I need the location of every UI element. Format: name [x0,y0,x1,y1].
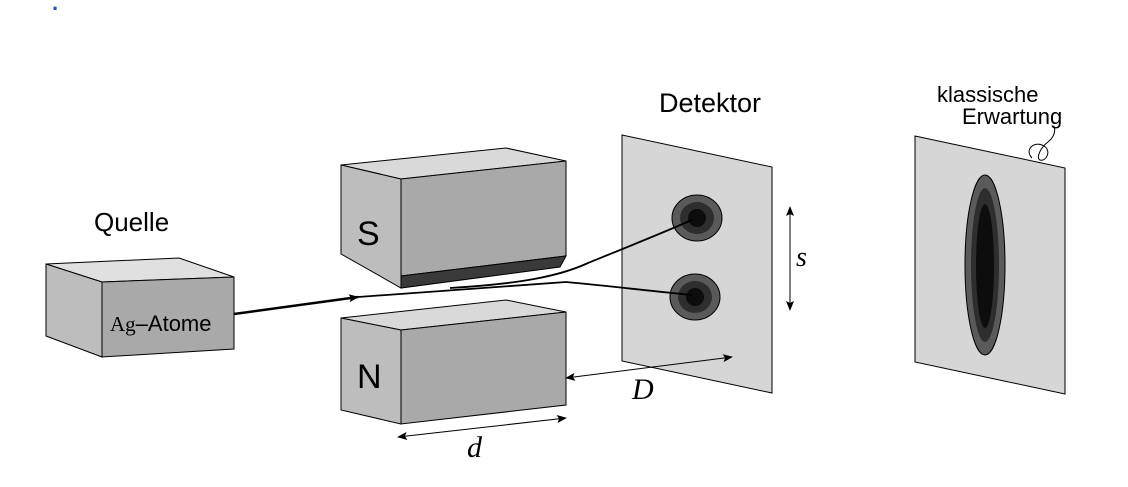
magnet-north [340,299,567,425]
source-label: Quelle [94,207,169,237]
source-box [45,257,235,358]
dimension-d-label: d [467,431,483,464]
magnet-north-label: N [357,358,382,396]
atoms-prefix: Ag [110,312,136,336]
magnet-south-label: S [357,215,380,253]
detector-spot-lower [669,273,721,321]
detector-label: Detektor [659,88,761,118]
atoms-suffix: –Atome [136,311,212,336]
dimension-d-arrow [397,415,567,440]
atoms-label: Ag–Atome [110,311,212,336]
corner-mark: . [52,0,58,15]
beam-deflected-down [565,281,693,296]
dimension-D-arrow [565,354,733,381]
beam-incoming [233,294,359,316]
magnet-south-pole-edge [400,255,567,289]
classical-smear [964,174,1006,356]
dimension-D-label: D [631,373,654,406]
dimension-s-label: s [796,242,807,273]
magnet-north-front-face [400,311,567,425]
beam-deflected-up [449,219,693,289]
classical-pointer-squiggle [1028,125,1056,161]
magnet-south [340,147,567,289]
detector-spot-upper [671,194,723,242]
classical-label-line2: Erwartung [962,104,1062,129]
classical-label-line1: klassische [937,82,1038,107]
detector-screen [621,134,773,394]
source-box-front-face [101,276,235,358]
beam-in-magnet [357,281,567,298]
